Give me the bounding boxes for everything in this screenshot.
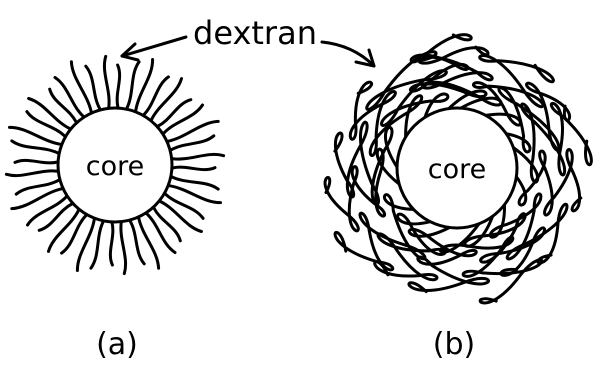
dextran-strand xyxy=(151,79,181,120)
dextran-strand xyxy=(173,167,215,169)
dextran-strand xyxy=(110,223,112,265)
dextran-strand xyxy=(121,223,126,274)
dextran-strand xyxy=(160,201,201,231)
core-label-b: core xyxy=(428,154,486,185)
panel-label-a: (a) xyxy=(96,327,138,362)
dextran-label: dextran xyxy=(193,14,317,52)
dextran-arrow-a xyxy=(122,37,186,60)
core-label-a: core xyxy=(86,151,144,182)
dextran-coil xyxy=(335,122,397,204)
dextran-strand xyxy=(29,99,70,129)
dextran-strand xyxy=(15,160,57,162)
panel-label-b: (b) xyxy=(433,327,475,362)
dextran-strand xyxy=(173,154,224,159)
dextran-strand xyxy=(117,65,119,107)
dextran-arrow-b xyxy=(322,42,374,66)
dextran-strand xyxy=(6,171,57,176)
dextran-strand xyxy=(49,210,79,251)
dextran-strand xyxy=(104,56,109,107)
